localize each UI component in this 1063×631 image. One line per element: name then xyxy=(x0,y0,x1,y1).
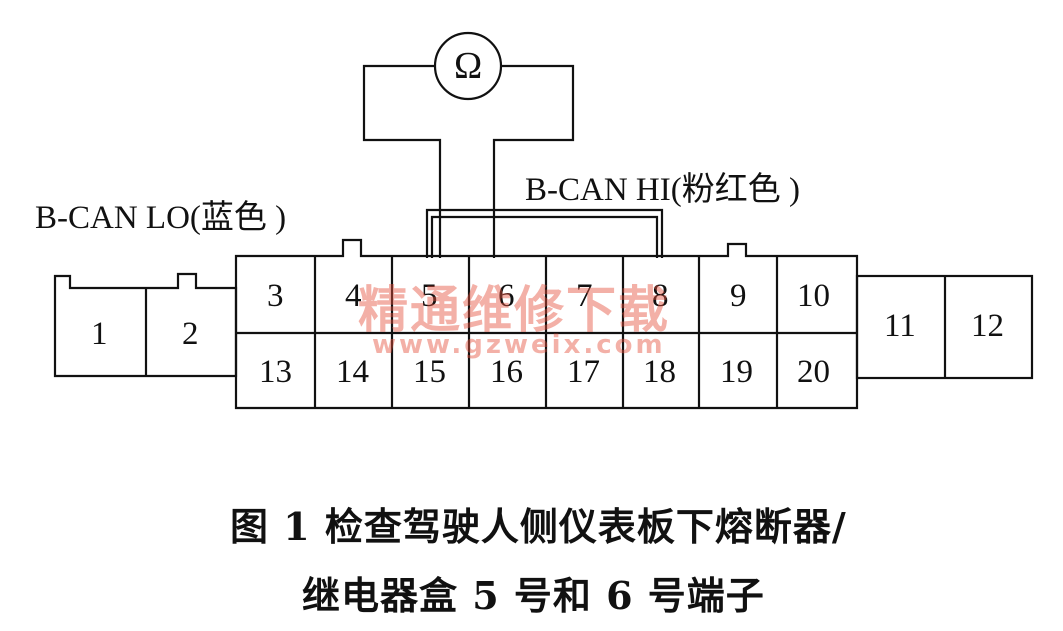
pin-16: 16 xyxy=(490,354,523,390)
pin-13: 13 xyxy=(259,354,292,390)
pin-10: 10 xyxy=(797,278,830,314)
pin-18: 18 xyxy=(643,354,676,390)
caption-line-1: 图 1 检查驾驶人侧仪表板下熔断器/ xyxy=(230,504,847,549)
watermark-url: www.gzweix.com xyxy=(372,330,666,360)
pin-2: 2 xyxy=(182,316,199,352)
watermark-title: 精通维修下载 xyxy=(358,281,670,339)
pin-19: 19 xyxy=(720,354,753,390)
can-lo-label: B-CAN LO(蓝色 ) xyxy=(35,200,287,236)
pin-15: 15 xyxy=(413,354,446,390)
can-bracket xyxy=(425,208,664,258)
can-hi-label: B-CAN HI(粉红色 ) xyxy=(525,172,800,208)
pin-6: 6 xyxy=(498,278,515,314)
pin-5: 5 xyxy=(421,278,438,314)
caption-line-2: 继电器盒 5 号和 6 号端子 xyxy=(302,573,765,618)
pin-9: 9 xyxy=(730,278,747,314)
test-lead-left xyxy=(362,64,442,258)
pin-8: 8 xyxy=(652,278,669,314)
ohm-symbol: Ω xyxy=(454,45,483,87)
pin-11: 11 xyxy=(884,308,916,344)
pin-12: 12 xyxy=(971,308,1004,344)
pin-7: 7 xyxy=(576,278,593,314)
pin-17: 17 xyxy=(567,354,600,390)
pin-3: 3 xyxy=(267,278,284,314)
test-lead-right xyxy=(492,64,575,258)
pin-4: 4 xyxy=(345,278,362,314)
connector-middle-housing xyxy=(234,238,859,410)
pin-1: 1 xyxy=(91,316,108,352)
pin-20: 20 xyxy=(797,354,830,390)
pin-14: 14 xyxy=(336,354,369,390)
can-bracket-inner xyxy=(430,215,659,258)
